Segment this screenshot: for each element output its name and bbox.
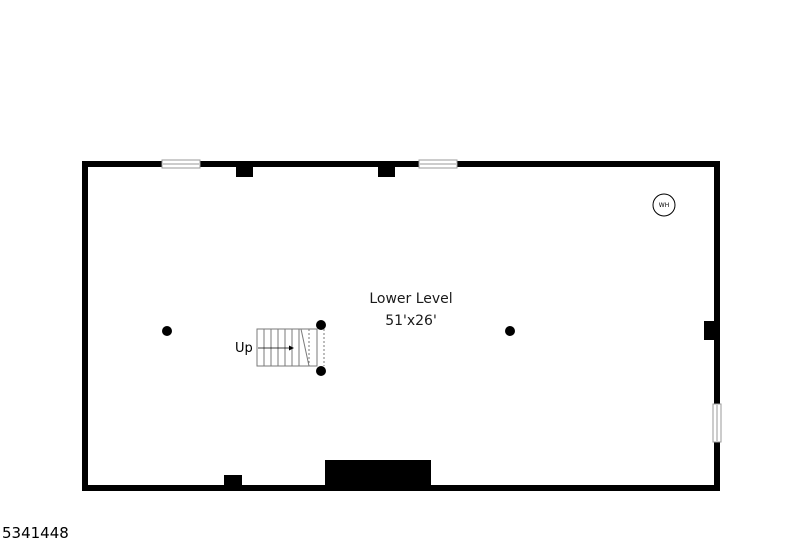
room-name: Lower Level	[369, 291, 452, 307]
water-heater-icon	[652, 193, 676, 217]
support-column-stair-bottom	[316, 366, 326, 376]
stairs-up-label: Up	[235, 341, 253, 356]
wall-block-right	[704, 321, 717, 340]
window-right	[712, 403, 722, 443]
water-heater-label: WH	[659, 202, 669, 209]
listing-id: 5341448	[2, 524, 69, 542]
wall-block-bottom-left	[224, 475, 242, 488]
room-dimensions: 51'x26'	[385, 313, 437, 329]
staircase	[256, 328, 325, 367]
support-column-left	[162, 326, 172, 336]
water-heater: WH	[652, 193, 676, 217]
support-column-stair-top	[316, 320, 326, 330]
window-top-left	[161, 159, 201, 169]
wall-block-top-left	[236, 164, 253, 177]
wall-block-bottom-center	[325, 460, 431, 488]
support-column-right	[505, 326, 515, 336]
stair-arrow-head-icon	[289, 345, 294, 351]
wall-block-top-middle	[378, 164, 395, 177]
window-top-right	[418, 159, 458, 169]
